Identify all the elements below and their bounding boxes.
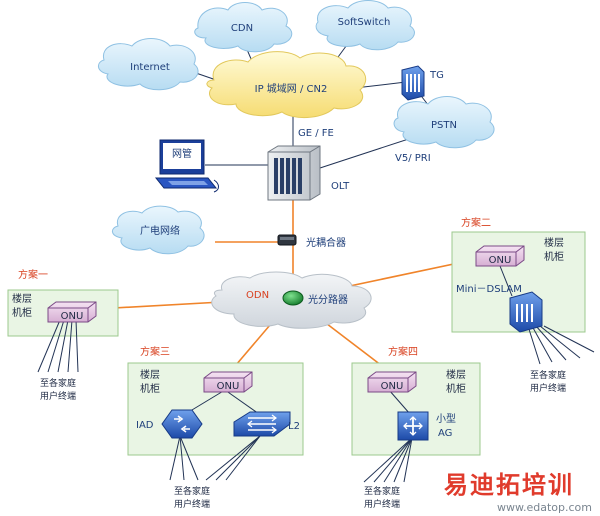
odn-label: ODN [246,290,269,301]
internet-label: Internet [130,62,170,73]
cloud-core [206,51,367,118]
cabinet-label: 楼层 [12,292,32,305]
cloud-softswitch [315,0,415,51]
terminal-fanout [37,319,595,483]
onu-label: ONU [489,255,512,266]
iad-label: IAD [136,420,154,431]
coupler-label: 光耦合器 [306,236,346,249]
onu-device-icon [475,245,525,267]
scheme1-box [7,289,119,337]
mini-dslam-label: Mini－DSLAM [456,284,522,295]
cabinet-label: 楼层 [140,368,160,381]
cabinet-label: 楼层 [446,368,466,381]
watermark-url: www.edatop.com [497,501,592,514]
cabinet-label: 机柜 [12,306,32,319]
terminal-label: 用户终端 [530,382,566,394]
mini-dslam-icon [509,291,543,333]
v5-pri-label: V5/ PRI [395,153,431,164]
nms-label: 网管 [172,147,192,160]
iad-device-icon [161,409,203,439]
pstn-label: PSTN [431,120,457,131]
terminal-label: 至各家庭 [174,485,210,497]
softswitch-label: SoftSwitch [338,17,391,28]
optical-splitter-icon [282,290,304,306]
tg-device-icon [401,65,425,101]
terminal-label: 至各家庭 [40,377,76,389]
onu-device-icon [203,371,253,393]
small-ag-label: 小型 [436,412,456,425]
onu-device-icon [47,301,97,323]
scheme3-title: 方案三 [140,345,170,358]
optical-coupler-icon [277,234,297,246]
l2-switch-icon [233,411,291,437]
nms-computer-icon [154,139,219,193]
small-ag-label: AG [438,428,452,439]
cloud-internet [98,38,199,91]
onu-label: ONU [381,381,404,392]
watermark-brand: 易迪拓培训 [444,471,574,499]
terminal-label: 至各家庭 [530,369,566,381]
splitter-label: 光分路器 [308,293,348,306]
cabinet-label: 机柜 [140,382,160,395]
cloud-broadcast [112,205,205,255]
scheme2-title: 方案二 [461,216,491,229]
broadcast-network-label: 广电网络 [140,224,180,237]
cloud-cdn [194,2,293,53]
watermark: 易迪拓培训 www.edatop.com [444,471,592,514]
cdn-label: CDN [231,23,253,34]
cabinet-label: 机柜 [446,382,466,395]
onu-device-icon [367,371,417,393]
olt-device-icon [267,145,321,201]
small-ag-icon [397,411,429,441]
terminal-label: 用户终端 [40,390,76,402]
l2-label: L2 [288,421,300,432]
core-network-label: IP 城域网 / CN2 [255,82,328,95]
scheme1-title: 方案一 [18,268,48,281]
terminal-label: 用户终端 [174,498,210,510]
cloud-pstn [393,96,495,149]
ge-fe-label: GE / FE [298,128,334,139]
scheme4-title: 方案四 [388,345,418,358]
cabinet-label: 机柜 [544,250,564,263]
terminal-label: 至各家庭 [364,485,400,497]
tg-label: TG [429,70,444,81]
olt-label: OLT [331,181,350,192]
onu-label: ONU [217,381,240,392]
onu-label: ONU [61,311,84,322]
terminal-label: 用户终端 [364,498,400,510]
cabinet-label: 楼层 [544,236,564,249]
